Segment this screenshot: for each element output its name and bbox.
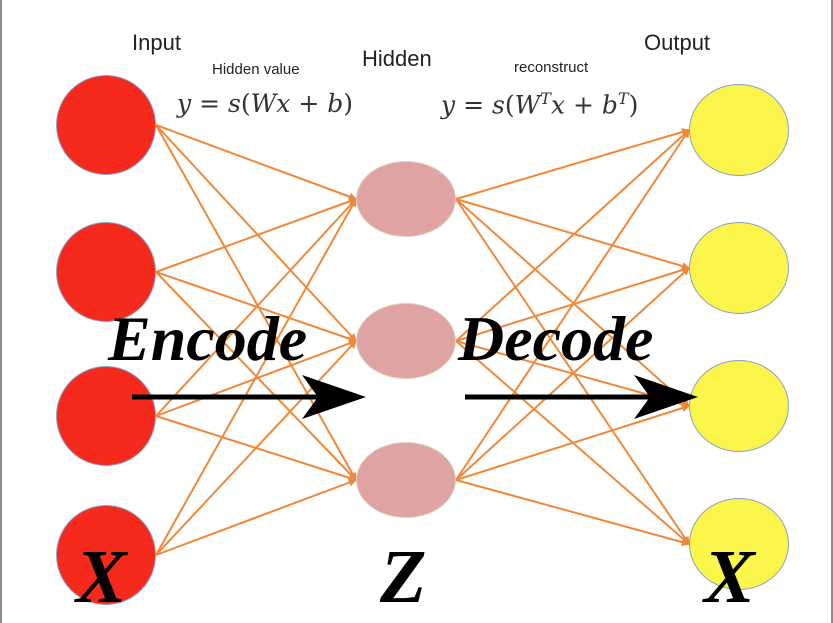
decoder-edge-3 xyxy=(455,198,690,407)
input-symbol: X xyxy=(76,535,127,619)
frame-left-border xyxy=(0,0,2,623)
hidden-value-label: Hidden value xyxy=(212,61,300,78)
input-node-3 xyxy=(56,366,156,466)
encode-formula: y = s(Wx + b) xyxy=(177,89,353,118)
frame-right-border xyxy=(831,0,833,623)
hidden-layer-label: Hidden xyxy=(362,46,432,71)
input-node-2 xyxy=(56,222,156,322)
decoder-edge-2 xyxy=(455,198,690,270)
latent-symbol: Z xyxy=(380,535,427,619)
output-node-3 xyxy=(689,360,789,452)
decoder-edge-5 xyxy=(455,129,690,342)
hidden-node-2 xyxy=(356,303,456,379)
hidden-node-3 xyxy=(356,442,456,518)
input-node-4 xyxy=(56,505,156,605)
output-node-2 xyxy=(689,222,789,314)
encode-arrow xyxy=(132,375,366,419)
encoder-edge-3 xyxy=(155,124,357,481)
decoder-edge-10 xyxy=(455,267,690,481)
encoder-edge-7 xyxy=(155,198,357,417)
hidden-node-1 xyxy=(356,161,456,237)
output-symbol: X xyxy=(704,535,755,619)
encoder-edge-12 xyxy=(155,478,357,556)
encoder-edge-2 xyxy=(155,124,357,342)
encoder-edge-4 xyxy=(155,197,357,273)
decode-text: Decode xyxy=(458,303,654,374)
encode-text: Encode xyxy=(108,303,308,374)
input-layer-label: Input xyxy=(132,30,181,55)
decoder-edge-1 xyxy=(455,128,690,200)
reconstruct-label: reconstruct xyxy=(514,59,589,76)
output-node-1 xyxy=(689,84,789,176)
decoder-edge-9 xyxy=(455,129,690,481)
decode-formula: y = s(WTx + bT) xyxy=(441,89,639,120)
input-node-1 xyxy=(56,75,156,175)
decode-arrow xyxy=(465,375,698,419)
output-layer-label: Output xyxy=(644,30,711,55)
encoder-edge-1 xyxy=(155,124,357,201)
encoder-edge-11 xyxy=(155,340,357,556)
decoder-edge-4 xyxy=(455,198,690,545)
encoder-edge-10 xyxy=(155,198,357,556)
decoder-edge-11 xyxy=(455,404,690,481)
output-node-4 xyxy=(689,498,789,590)
decoder-edge-12 xyxy=(455,479,690,547)
